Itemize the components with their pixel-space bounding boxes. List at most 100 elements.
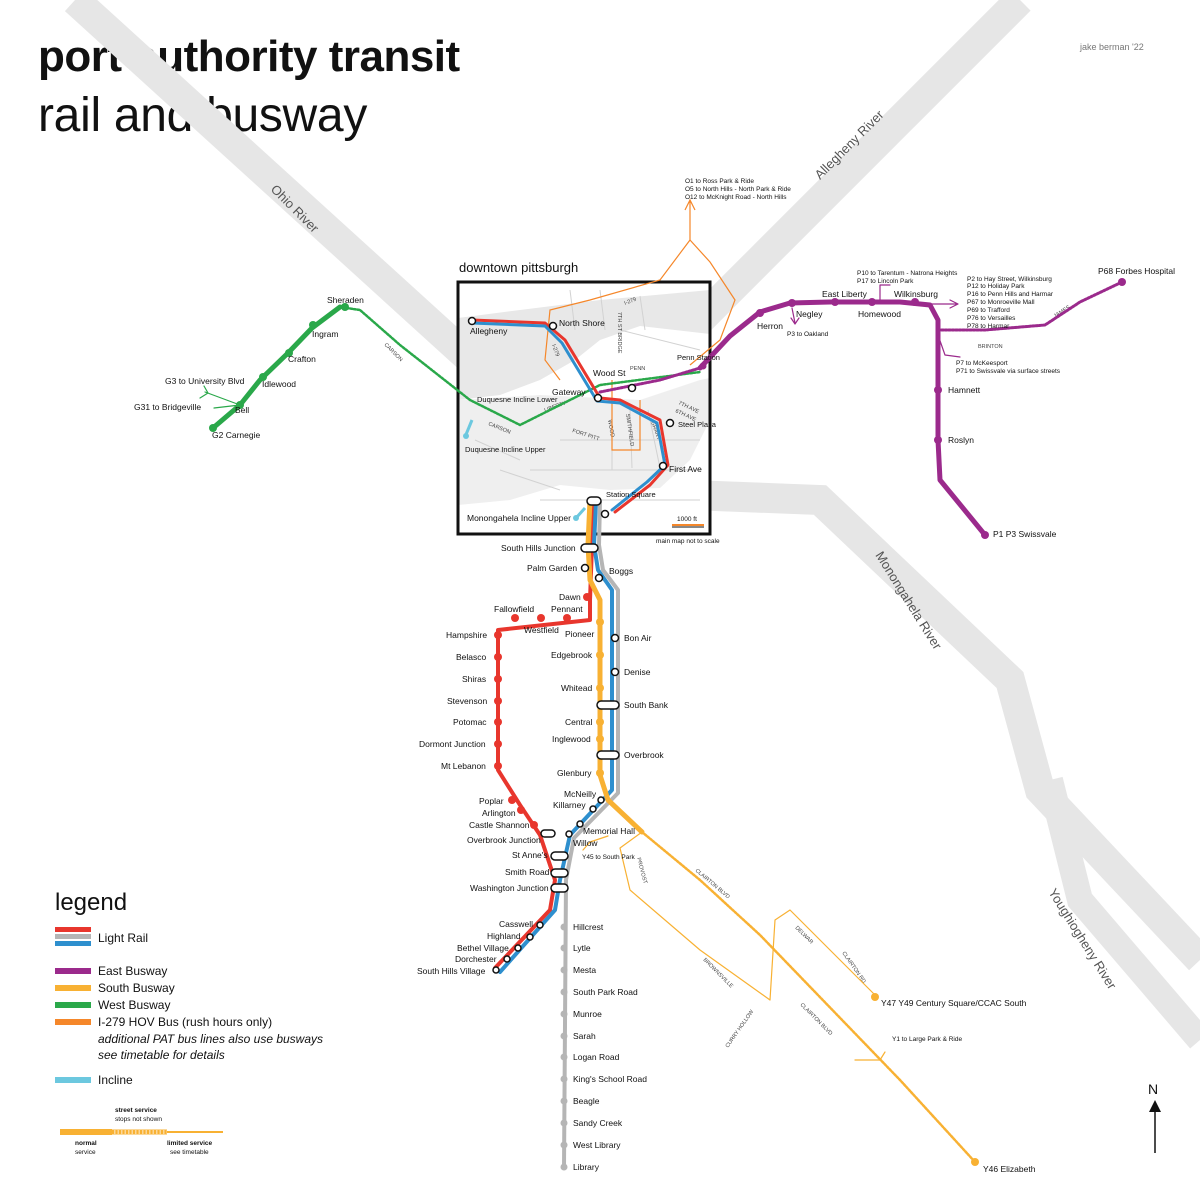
- label-edgebrook: Edgebrook: [551, 650, 593, 660]
- street-label-provost: PROVOST: [635, 857, 648, 885]
- label-stevenson: Stevenson: [447, 696, 487, 706]
- label-palm-garden: Palm Garden: [527, 563, 577, 573]
- station-mcneilly: [597, 796, 605, 804]
- station-logan-road: [560, 1053, 568, 1061]
- monongahela-river-corridor: [559, 475, 1200, 971]
- station-g2: [209, 424, 217, 432]
- east-busway-line[interactable]: [598, 280, 1124, 538]
- station-st-annes: [550, 851, 569, 861]
- legend-west: West Busway: [98, 998, 170, 1012]
- label-wood-st: Wood St: [593, 368, 626, 378]
- label-p7: P7 to McKeesport: [956, 360, 1008, 367]
- station-belasco: [494, 653, 502, 661]
- label-inglewood: Inglewood: [552, 734, 591, 744]
- label-pioneer: Pioneer: [565, 629, 594, 639]
- station-steel-plaza: [665, 418, 675, 428]
- north-arrow-icon: [1149, 1100, 1161, 1112]
- youghiogheny-river-corridor: [1037, 776, 1200, 1049]
- label-fallowfield: Fallowfield: [494, 604, 534, 614]
- station-bon-air: [610, 633, 620, 643]
- station-potomac: [494, 718, 502, 726]
- station-sandy-creek: [560, 1119, 568, 1127]
- label-dawn: Dawn: [559, 592, 581, 602]
- legend-swatch-red: [55, 927, 91, 932]
- label-o1: O1 to Ross Park & Ride: [685, 178, 754, 185]
- legend-title: legend: [55, 889, 127, 916]
- station-inglewood: [596, 735, 604, 743]
- station-mon-incline: [573, 515, 579, 521]
- label-sheraden: Sheraden: [327, 295, 364, 305]
- station-poplar: [508, 796, 516, 804]
- station-overbrook-jct: [540, 829, 556, 838]
- station-sarah: [560, 1032, 568, 1040]
- label-shv: South Hills Village: [417, 966, 486, 976]
- station-washington-jct: [550, 883, 569, 893]
- legend-swatch-south: [55, 985, 91, 991]
- station-shj: [580, 543, 599, 553]
- station-whitead: [596, 684, 604, 692]
- station-wood-st: [627, 383, 637, 393]
- station-square: [586, 496, 602, 506]
- label-memorial-hall: Memorial Hall: [583, 826, 635, 836]
- station-allegheny: [467, 316, 477, 326]
- label-lytle: Lytle: [573, 943, 591, 953]
- label-negley: Negley: [796, 309, 823, 319]
- label-y45: Y45 to South Park: [582, 854, 636, 861]
- station-memorial-hall: [576, 820, 584, 828]
- legend-normal: normal: [75, 1140, 97, 1147]
- label-sarah: Sarah: [573, 1031, 596, 1041]
- label-castle-shannon: Castle Shannon: [469, 820, 530, 830]
- hov-bus-line[interactable]: [544, 198, 736, 451]
- label-poplar: Poplar: [479, 796, 504, 806]
- label-mt-lebanon: Mt Lebanon: [441, 761, 486, 771]
- label-mon-incline: Monongahela Incline Upper: [467, 513, 571, 523]
- label-highland: Highland: [487, 931, 521, 941]
- station-crafton: [285, 349, 293, 357]
- label-ingram: Ingram: [312, 329, 338, 339]
- label-overbrook: Overbrook: [624, 750, 664, 760]
- label-east-liberty: East Liberty: [822, 289, 868, 299]
- station-boggs: [594, 573, 604, 583]
- label-south-bank: South Bank: [624, 700, 669, 710]
- label-g3: G3 to University Blvd: [165, 376, 245, 386]
- legend: legend Light Rail East Busway South Busw…: [55, 889, 323, 1156]
- station-stevenson: [494, 697, 502, 705]
- label-shj: South Hills Junction: [501, 543, 576, 553]
- label-steel-plaza: Steel Plaza: [678, 420, 717, 429]
- street-label-brinton: BRINTON: [978, 344, 1003, 350]
- label-o5: O5 to North Hills - North Park & Ride: [685, 186, 791, 193]
- label-p12: P12 to Holiday Park: [967, 283, 1025, 290]
- station-munroe: [560, 1010, 568, 1018]
- label-p67: P67 to Monroeville Mall: [967, 299, 1035, 306]
- street-label-clairton-blvd-2: CLAIRTON BLVD: [799, 1002, 834, 1037]
- street-label-7th-st-bridge: 7TH ST BRIDGE: [616, 312, 622, 354]
- label-arlington: Arlington: [482, 808, 516, 818]
- label-p16: P16 to Penn Hills and Harmar: [967, 291, 1054, 298]
- station-dots: [209, 278, 1126, 1171]
- station-ingram: [309, 321, 317, 329]
- label-station-square: Station Square: [606, 490, 656, 499]
- street-label-curry-hollow: CURRY HOLLOW: [725, 1008, 756, 1049]
- label-wilkinsburg: Wilkinsburg: [894, 289, 938, 299]
- label-diu: Duquesne Incline Upper: [465, 445, 546, 454]
- label-hamnett: Hamnett: [948, 385, 981, 395]
- station-palm-garden: [580, 563, 590, 573]
- label-south-park-road: South Park Road: [573, 987, 638, 997]
- label-overbrook-jct: Overbrook Junction: [467, 835, 541, 845]
- station-p1p3: [981, 531, 989, 539]
- label-hillcrest: Hillcrest: [573, 922, 604, 932]
- label-munroe: Munroe: [573, 1009, 602, 1019]
- label-allegheny: Allegheny: [470, 326, 508, 336]
- legend-limited: limited service: [167, 1140, 213, 1147]
- station-denise: [610, 667, 620, 677]
- inset-frame: [456, 280, 712, 536]
- label-west-library: West Library: [573, 1140, 621, 1150]
- street-label-i279-b: I-279: [550, 344, 560, 358]
- station-p68: [1118, 278, 1126, 286]
- street-label-penn: PENN: [630, 366, 645, 372]
- river-labels: Ohio River Allegheny River Monongahela R…: [268, 107, 1120, 993]
- legend-note-2: see timetable for details: [98, 1048, 225, 1062]
- label-p78: P78 to Harmar: [967, 323, 1010, 330]
- label-p3: P3 to Oakland: [787, 331, 829, 338]
